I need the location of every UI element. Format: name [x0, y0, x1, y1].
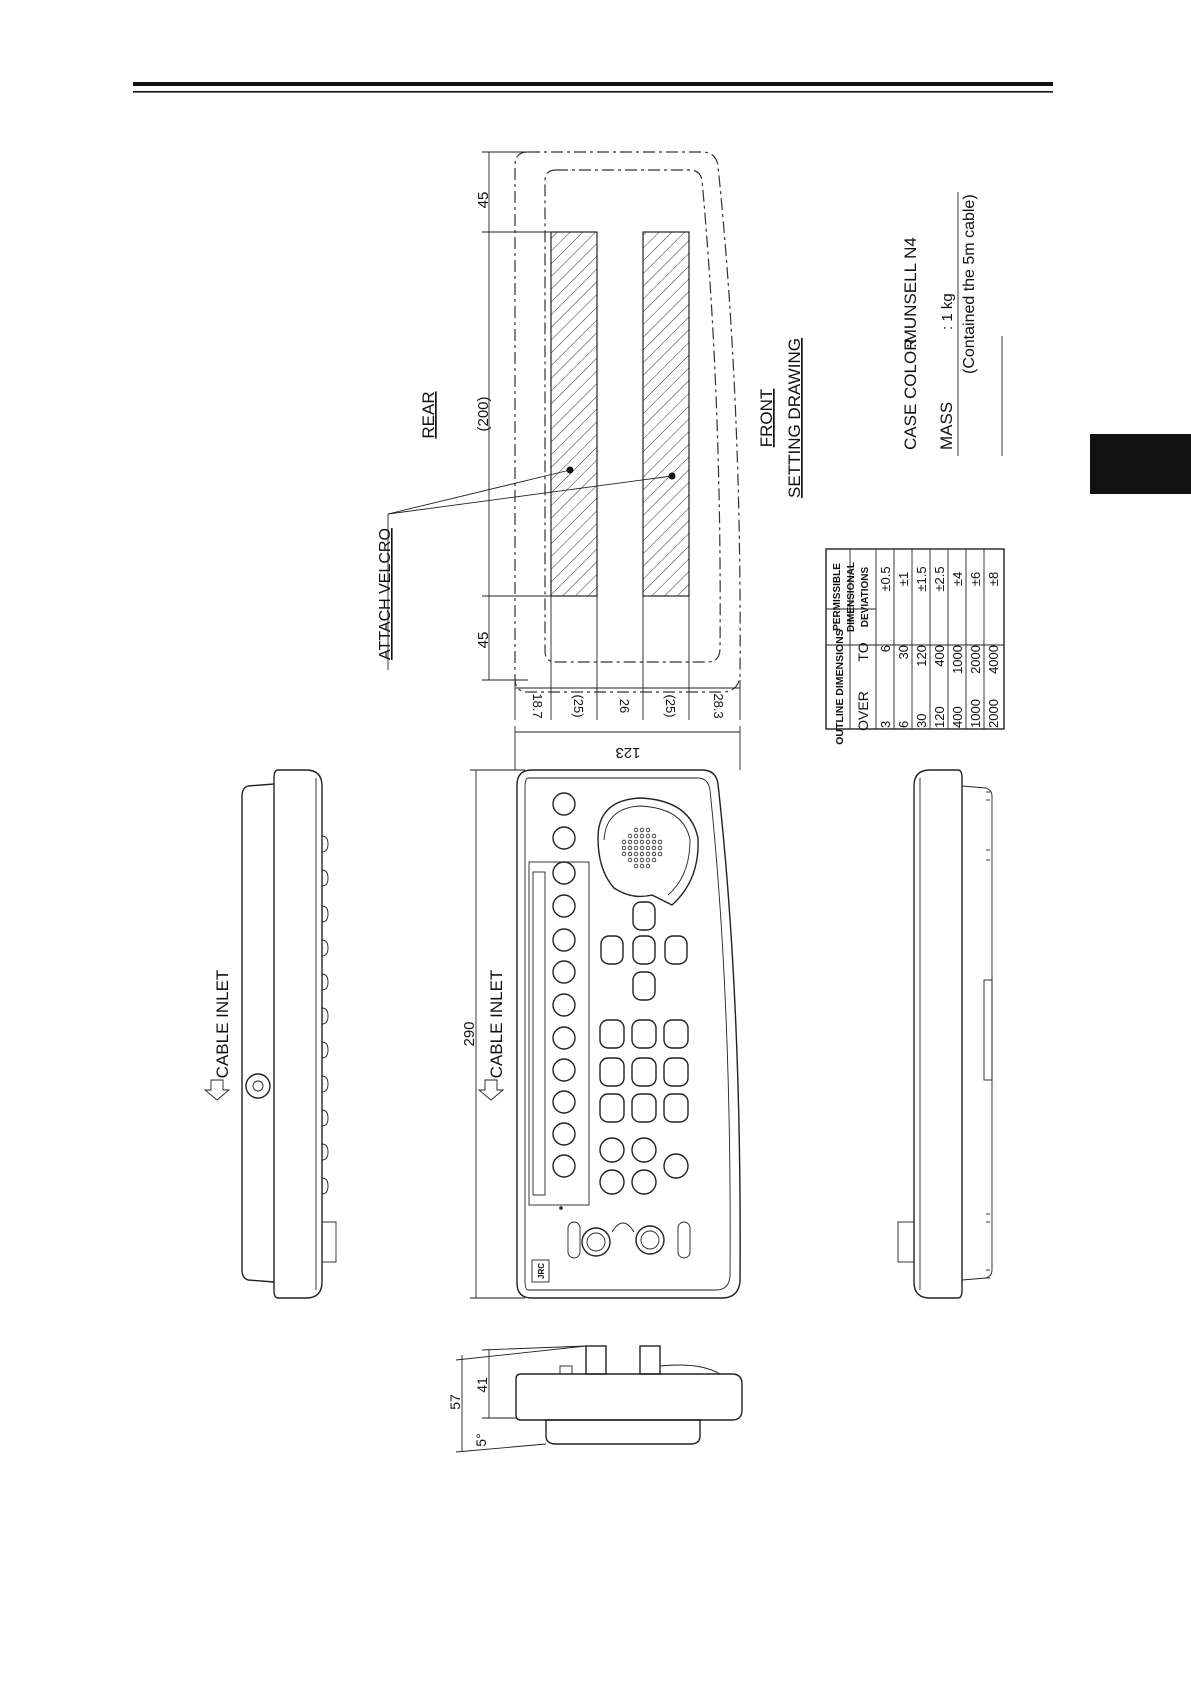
table-cell-over: 400: [950, 706, 965, 728]
table-cell-to: 400: [932, 645, 947, 667]
velcro-strip-1: [550, 231, 598, 597]
arrow-down-icon: [203, 1079, 231, 1101]
brand-mark: JRC: [537, 1263, 546, 1279]
table-cell-deviation: ±1.5: [914, 566, 929, 591]
dim-26: 26: [617, 699, 632, 713]
round-key[interactable]: [599, 1169, 625, 1195]
table-cell-deviation: ±0.5: [878, 566, 893, 591]
round-key[interactable]: [631, 1169, 657, 1195]
velcro-strip-2: [642, 231, 690, 597]
dim-28-3: 28.3: [711, 693, 726, 718]
round-key[interactable]: [552, 1154, 576, 1178]
cable-inlet-label-side: CABLE INLET: [213, 970, 232, 1079]
arrow-key[interactable]: [664, 935, 688, 965]
round-key[interactable]: [552, 993, 576, 1017]
front-keypad: [552, 792, 689, 1195]
table-header-permissible-2: DIMENSIONAL: [846, 562, 857, 632]
table-header-outline: OUTLINE DIMENSIONS: [834, 629, 846, 745]
numeric-key[interactable]: [663, 1057, 689, 1087]
table-cell-over: 3: [878, 721, 893, 728]
table-cell-to: 1000: [950, 645, 965, 674]
numeric-key[interactable]: [663, 1019, 689, 1049]
table-cell-deviation: ±1: [896, 572, 911, 586]
numeric-key[interactable]: [631, 1019, 657, 1049]
table-cell-deviation: ±4: [950, 572, 965, 586]
arrow-key[interactable]: [600, 935, 624, 965]
numeric-key[interactable]: [599, 1019, 625, 1049]
dim-25-b: (25): [663, 694, 678, 717]
round-key[interactable]: [552, 1026, 576, 1050]
numeric-key[interactable]: [599, 1057, 625, 1087]
table-cell-deviation: ±2.5: [932, 566, 947, 591]
speaker-grille: [621, 827, 663, 869]
table-cell-over: 120: [932, 706, 947, 728]
left-side-view: [241, 769, 337, 1299]
mass-value: : 1 kg: [939, 293, 956, 330]
table-header-permissible-1: PERMISSIBLE: [832, 563, 843, 631]
table-cell-to: 2000: [968, 645, 983, 674]
table-cell-to: 6: [878, 645, 893, 652]
table-cell-deviation: ±8: [986, 572, 1001, 586]
rear-label: REAR: [419, 391, 438, 438]
case-color-label: CASE COLOR: [901, 339, 920, 450]
arrow-key[interactable]: [632, 971, 656, 1001]
tolerance-table: OUTLINE DIMENSIONS OVER TO PERMISSIBLE D…: [825, 548, 1005, 745]
table-cell-over: 2000: [986, 699, 1001, 728]
dim-57: 57: [447, 1394, 463, 1410]
dim-25-a: (25): [571, 694, 586, 717]
dim-290: 290: [461, 1021, 478, 1046]
round-key[interactable]: [552, 928, 576, 952]
round-key[interactable]: [599, 1137, 625, 1163]
mass-note: (Contained the 5m cable): [961, 194, 978, 374]
numeric-key[interactable]: [631, 1093, 657, 1123]
round-key[interactable]: [552, 1122, 576, 1146]
table-cell-deviation: ±6: [968, 572, 983, 586]
table-cell-over: 1000: [968, 699, 983, 728]
attach-velcro-label: ATTACH VELCRO: [377, 528, 394, 660]
cable-inlet-label-front: CABLE INLET: [487, 970, 506, 1079]
round-key[interactable]: [552, 894, 576, 918]
table-header-over: OVER: [855, 691, 871, 731]
table-cell-over: 6: [896, 721, 911, 728]
dim-45-bottom: 45: [475, 632, 492, 649]
dim-18-7: 18.7: [530, 693, 545, 718]
numeric-key[interactable]: [599, 1093, 625, 1123]
setting-drawing-label: SETTING DRAWING: [785, 338, 804, 498]
mass-label: MASS: [937, 402, 956, 450]
case-color-value: :MUNSELL N4: [901, 237, 920, 348]
round-key[interactable]: [631, 1137, 657, 1163]
arrow-key[interactable]: [632, 935, 656, 965]
rear-view: [387, 151, 741, 720]
round-key[interactable]: [552, 960, 576, 984]
round-key[interactable]: [552, 792, 576, 816]
specs-block: CASE COLOR :MUNSELL N4 MASS : 1 kg (Cont…: [901, 192, 1003, 456]
round-key[interactable]: [552, 861, 576, 885]
dim-41: 41: [474, 1377, 490, 1393]
dim-45-top: 45: [475, 192, 492, 209]
front-view: [470, 726, 741, 1299]
header-rule: [133, 82, 1053, 93]
numeric-key[interactable]: [663, 1093, 689, 1123]
table-cell-to: 30: [896, 645, 911, 659]
round-key[interactable]: [663, 1153, 689, 1179]
table-cell-to: 120: [914, 645, 929, 667]
chapter-tab: [1090, 434, 1191, 494]
end-view: [455, 1345, 743, 1453]
table-cell-over: 30: [914, 714, 929, 728]
round-key[interactable]: [552, 1090, 576, 1114]
round-key[interactable]: [552, 826, 576, 850]
table-cell-to: 4000: [986, 645, 1001, 674]
arrow-down-icon: [477, 1079, 505, 1101]
dim-123: 123: [615, 744, 640, 761]
dim-5deg: 5°: [473, 1433, 489, 1446]
front-label: FRONT: [757, 389, 776, 448]
round-key[interactable]: [552, 1058, 576, 1082]
numeric-key[interactable]: [631, 1057, 657, 1087]
arrow-key[interactable]: [632, 901, 656, 931]
table-header-to: TO: [855, 642, 871, 661]
right-side-view: [897, 769, 993, 1299]
dim-200: (200): [475, 396, 492, 431]
table-header-permissible-3: DEVIATIONS: [860, 566, 871, 627]
